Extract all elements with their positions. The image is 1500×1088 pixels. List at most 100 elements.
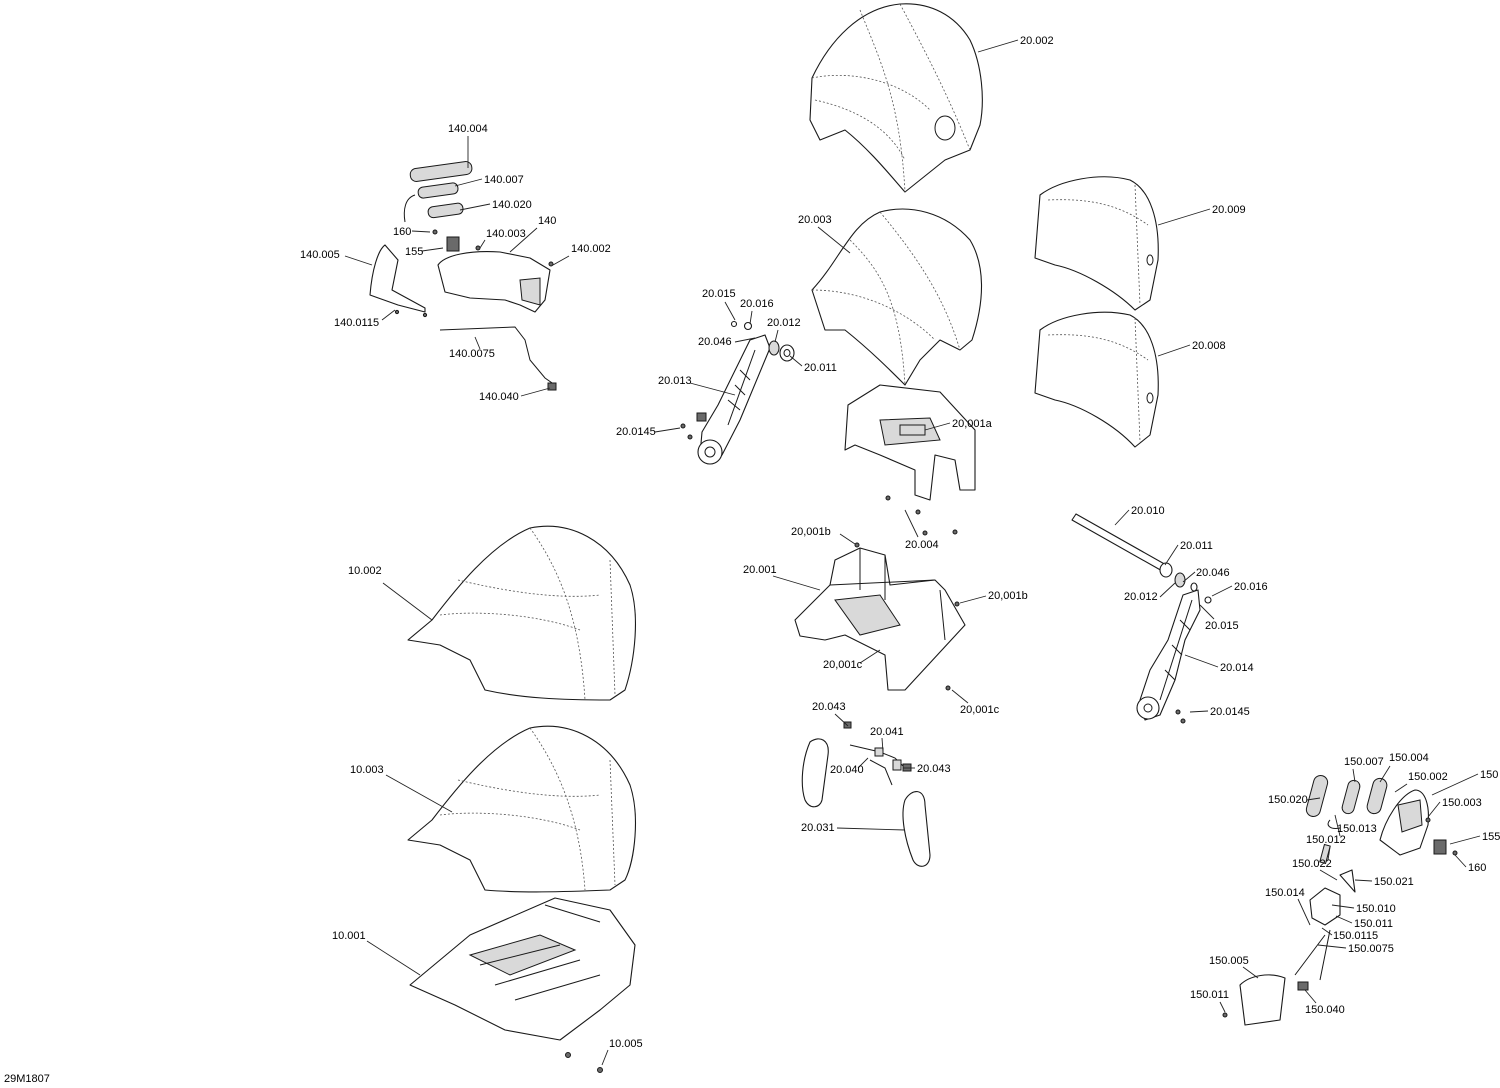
label-l-20-046-b: 20.046 (1196, 567, 1230, 579)
label-l-150-011-b: 150.011 (1190, 989, 1229, 1001)
label-l-140-0115: 140.0115 (334, 317, 379, 329)
label-l-20-043-2: 20.043 (917, 763, 951, 775)
leader-l-20-015 (724, 301, 736, 321)
label-l-150-022: 150.022 (1292, 858, 1332, 870)
leader-l-10-001 (366, 940, 421, 976)
leader-l-150-005 (1242, 966, 1259, 979)
leader-l-20-011-b (1164, 544, 1179, 566)
label-l-150-002: 150.002 (1408, 771, 1448, 783)
label-l-20-001c-2: 20,001c (960, 704, 1000, 716)
label-l-20-001: 20.001 (743, 564, 777, 576)
leader-l-20-001a (924, 422, 951, 431)
part-20-002-seat-cover (809, 3, 983, 193)
leader-l-150-0075 (1317, 944, 1347, 949)
leader-l-20-016-b (1211, 585, 1233, 597)
leader-l-20-012-b (1159, 582, 1176, 598)
part-20-013-hinge-arm (680, 320, 795, 465)
part-20-001a-seat-base (844, 384, 976, 501)
label-l-150-014: 150.014 (1265, 887, 1305, 899)
leader-l-20-043-1 (834, 713, 849, 727)
label-l-20-012: 20.012 (767, 317, 801, 329)
leader-l-20-011 (789, 355, 803, 367)
label-l-140-004: 140.004 (448, 123, 488, 135)
label-l-20-009: 20.009 (1212, 204, 1246, 216)
label-l-150-003: 150.003 (1442, 797, 1482, 809)
leader-l-20-046 (734, 337, 756, 343)
leader-l-20-001c-1 (859, 649, 881, 664)
part-20-003-seat-cushion (811, 208, 983, 386)
part-10-003-seat (407, 725, 636, 893)
label-l-150-007: 150.007 (1344, 756, 1384, 768)
label-l-10-005: 10.005 (609, 1038, 643, 1050)
drawing-code: 29M1807 (4, 1073, 50, 1085)
leader-l-150-002 (1394, 783, 1408, 793)
label-l-150-021: 150.021 (1374, 876, 1414, 888)
label-l-140-040: 140.040 (479, 391, 519, 403)
leader-l-20-009 (1157, 208, 1211, 226)
leader-l-140-0075 (474, 336, 481, 350)
leader-l-155 (421, 247, 444, 252)
label-l-10-003: 10.003 (350, 764, 384, 776)
label-l-20-0145-2: 20.0145 (1210, 706, 1250, 718)
label-l-155: 155 (405, 246, 423, 258)
label-l-140-007: 140.007 (484, 174, 524, 186)
leader-l-20-046-b (1182, 571, 1196, 583)
leader-l-150-020 (1306, 797, 1321, 801)
label-l-150-011-a: 150.011 (1354, 918, 1393, 930)
leader-l-10-002 (382, 582, 433, 621)
label-l-160: 160 (393, 226, 411, 238)
label-l-150-040: 150.040 (1305, 1004, 1345, 1016)
label-l-20-003: 20.003 (798, 214, 832, 226)
label-l-150-010: 150.010 (1356, 903, 1396, 915)
part-labels: 20.00220.00920.00320.00820,001a20.00420,… (300, 35, 1500, 1050)
leader-l-140-005 (344, 255, 373, 266)
label-l-20-010: 20.010 (1131, 505, 1165, 517)
label-l-140: 140 (538, 215, 556, 227)
leader-l-20-003 (817, 226, 851, 254)
label-l-20-011-b: 20.011 (1180, 540, 1213, 552)
leader-l-150-011-b (1219, 1001, 1226, 1013)
leader-l-140-040 (520, 387, 551, 397)
label-l-140-003: 140.003 (486, 228, 526, 240)
label-l-150-005: 150.005 (1209, 955, 1249, 967)
leader-l-150-010 (1331, 904, 1355, 909)
leader-l-150-004 (1379, 765, 1391, 783)
label-l-20-046: 20.046 (698, 336, 732, 348)
label-l-10-002: 10.002 (348, 565, 382, 577)
leader-l-140 (509, 227, 538, 253)
leader-l-20-031 (836, 827, 906, 831)
leader-l-150-022 (1319, 869, 1338, 881)
leader-l-20-0145-1 (654, 427, 681, 433)
leader-l-150-0115 (1321, 927, 1333, 936)
leader-l-20-004 (904, 509, 919, 538)
leader-l-150-021 (1354, 879, 1373, 882)
leader-l-150 (1431, 773, 1479, 796)
part-10-002-seat (407, 525, 636, 701)
leader-l-20-0145-2 (1189, 710, 1209, 713)
label-l-20-014: 20.014 (1220, 662, 1254, 674)
label-l-150-012: 150.012 (1306, 834, 1346, 846)
part-20-004-screws (885, 495, 958, 536)
part-20-040-harness (843, 721, 912, 786)
leader-l-20-014 (1184, 654, 1219, 668)
leader-l-140-002 (552, 255, 570, 266)
leader-l-160-b (1454, 854, 1467, 868)
label-l-20-016: 20.016 (740, 298, 774, 310)
part-140-group (369, 161, 557, 391)
label-l-140-005: 140.005 (300, 249, 340, 261)
label-l-20-013: 20.013 (658, 375, 692, 387)
leader-l-140-007 (454, 178, 483, 187)
leader-l-20-012 (774, 329, 779, 343)
leader-l-150-011-a (1335, 915, 1353, 924)
label-l-150-0115: 150.0115 (1333, 930, 1378, 942)
label-l-20-008: 20.008 (1192, 340, 1226, 352)
part-20-008-backrest (1034, 311, 1159, 448)
part-10-001-seat-base (409, 897, 636, 1073)
label-l-140-002: 140.002 (571, 243, 611, 255)
leader-l-140-0115 (381, 309, 396, 321)
part-20-009-backrest-cover (1034, 176, 1159, 311)
label-l-20-043-1: 20.043 (812, 701, 846, 713)
label-l-20-015-b: 20.015 (1205, 620, 1239, 632)
leader-l-150-012 (1327, 846, 1331, 861)
